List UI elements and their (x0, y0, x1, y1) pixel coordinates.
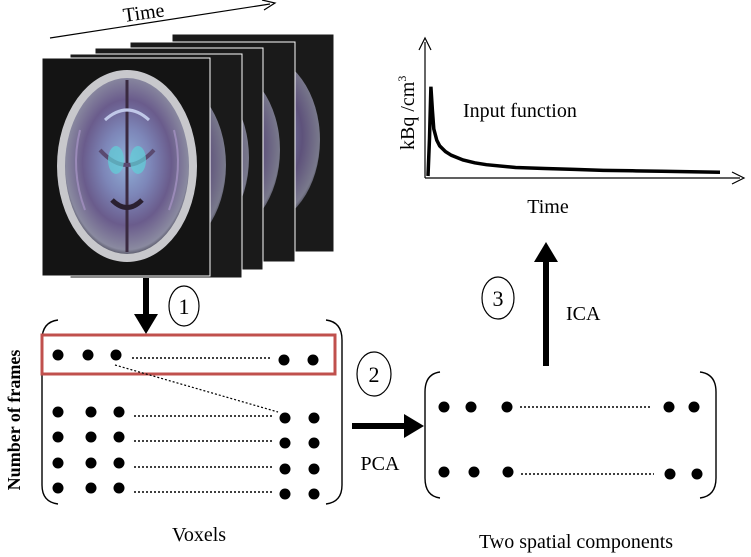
input-function-chart: Input function Time kBq /cm3 (395, 36, 746, 218)
projection-dotted-line (114, 364, 279, 413)
number-of-frames-label: Number of frames (4, 350, 24, 491)
matrix-row (52, 406, 320, 424)
highlight-row-box (40, 333, 337, 376)
step-3-marker: 3 (481, 276, 515, 320)
step-2-label: 2 (369, 362, 380, 387)
pca-label: PCA (361, 453, 400, 475)
voxel-matrix (40, 319, 343, 505)
spatial-components-matrix (424, 371, 717, 499)
component-row-1 (438, 401, 700, 413)
brain-frame-stack (41, 33, 335, 279)
step-2-marker: 2 (356, 351, 392, 397)
time-arrow-top: Time (49, 0, 277, 39)
pca-arrow (352, 414, 424, 438)
step-1-label: 1 (179, 294, 190, 319)
matrix-row (52, 431, 320, 449)
chart-y-label-group: kBq /cm3 (395, 76, 419, 150)
step-3-label: 3 (493, 286, 504, 311)
input-function-label: Input function (463, 100, 577, 122)
brain-frame-1 (41, 57, 211, 277)
time-label-top: Time (122, 0, 166, 27)
matrix-row-highlighted (52, 349, 319, 366)
step-1-marker: 1 (168, 285, 200, 327)
two-spatial-components-label: Two spatial components (479, 531, 673, 553)
ica-arrow (534, 242, 558, 366)
arrow-frames-to-matrix (134, 278, 158, 334)
component-row-2 (438, 466, 703, 480)
chart-x-label: Time (527, 196, 569, 218)
chart-y-label: kBq /cm3 (395, 76, 419, 150)
voxels-label: Voxels (172, 524, 226, 546)
input-function-curve (426, 86, 721, 177)
matrix-row (52, 457, 320, 475)
ica-label: ICA (566, 303, 601, 325)
matrix-row (52, 482, 320, 500)
